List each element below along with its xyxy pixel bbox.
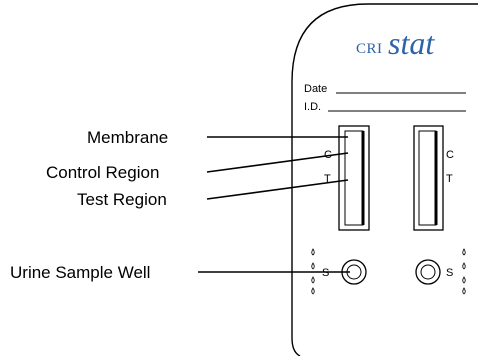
cristat-logo: CRI stat [356,25,435,61]
left-membrane-strip [344,130,364,226]
right-membrane-strip [418,130,437,226]
left-test-window: C T [324,125,370,231]
right-test-mark: T [446,173,453,185]
test-region-leader [206,179,349,200]
right-sample-well: S [415,248,466,295]
right-control-mark: C [446,149,454,161]
membrane-label: Membrane [87,128,168,147]
cassette-outline [291,3,478,356]
test-region-label: Test Region [77,190,167,209]
date-label: Date [304,83,327,95]
sample-well-label: Urine Sample Well [10,263,150,282]
right-well-inner [420,264,436,280]
right-drops-icon [462,248,466,295]
logo-prefix: CRI [356,41,383,57]
left-sample-well: S [311,248,367,295]
id-label: I.D. [304,101,321,113]
control-region-leader [206,152,349,173]
left-well-mark: S [322,267,329,279]
left-test-mark: T [324,173,331,185]
right-well-mark: S [446,267,453,279]
logo-suffix: stat [388,25,435,61]
left-drops-icon [311,248,315,295]
right-test-window: C T [413,125,454,231]
control-region-label: Control Region [46,163,159,182]
